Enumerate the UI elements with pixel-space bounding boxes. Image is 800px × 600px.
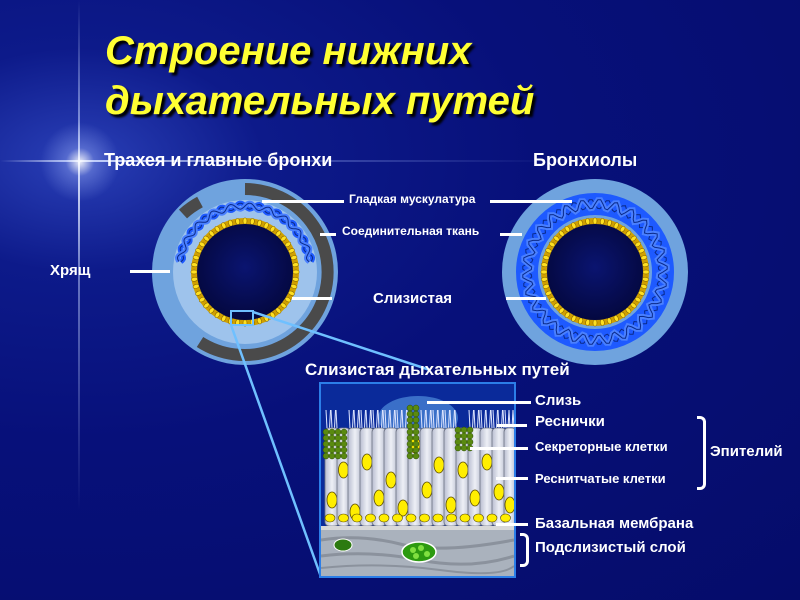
- submucosa-gland: [402, 542, 436, 562]
- mucosa-detail-panel: [319, 382, 516, 578]
- submucosa-cell: [334, 539, 352, 551]
- cilia-label: Реснички: [535, 413, 605, 430]
- mucosa-label: Слизистая: [373, 290, 452, 307]
- submucosa-label: Подслизистый слой: [535, 539, 686, 556]
- basal-membrane-label: Базальная мембрана: [535, 515, 693, 532]
- pointer-smooth-muscle-right: [490, 200, 572, 203]
- pointer-basal-membrane: [496, 523, 528, 526]
- epithelium-brace: [697, 416, 706, 490]
- epithelium-label: Эпителий: [710, 443, 783, 460]
- pointer-mucus: [427, 401, 531, 404]
- pointer-mucosa-left: [292, 297, 332, 300]
- pointer-cilia: [497, 424, 527, 427]
- basal-membrane: [321, 526, 514, 530]
- pointer-cartilage: [130, 270, 170, 273]
- secretory-cells-label: Секреторные клетки: [535, 439, 668, 454]
- trachea-lumen: [197, 224, 293, 320]
- pointer-smooth-muscle-left: [262, 200, 344, 203]
- bronchiole-cross-section: [502, 179, 688, 365]
- ciliated-cells-label: Реснитчатые клетки: [535, 471, 666, 486]
- smooth-muscle-label: Гладкая мускулатура: [349, 192, 475, 206]
- trachea-cross-section: [152, 179, 338, 365]
- connective-tissue-label: Соединительная ткань: [342, 224, 479, 238]
- mucus-label: Слизь: [535, 392, 581, 409]
- pointer-secretory: [470, 447, 528, 450]
- pointer-mucosa-right: [506, 297, 546, 300]
- pointer-connective-right: [500, 233, 522, 236]
- cartilage-label: Хрящ: [50, 262, 90, 279]
- detail-title: Слизистая дыхательных путей: [305, 360, 570, 380]
- submucosa-brace: [520, 533, 529, 567]
- bronchiole-lumen: [547, 224, 643, 320]
- pointer-ciliated: [496, 477, 528, 480]
- pointer-connective-left: [320, 233, 336, 236]
